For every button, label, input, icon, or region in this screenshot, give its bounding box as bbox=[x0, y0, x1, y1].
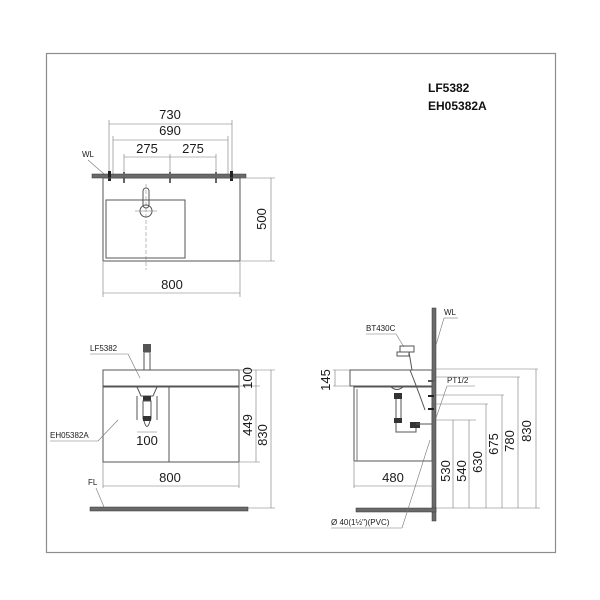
front-cabinet bbox=[102, 386, 240, 463]
model-cabinet-label: EH05382A bbox=[428, 99, 487, 113]
side-dim-540: 540 bbox=[454, 460, 469, 482]
side-dim-830: 830 bbox=[519, 420, 534, 442]
top-wall-label: WL bbox=[82, 150, 95, 159]
top-counter-outline bbox=[102, 177, 241, 262]
top-dim-500: 500 bbox=[254, 208, 269, 230]
front-dim-100: 100 bbox=[240, 367, 255, 389]
side-dim-530: 530 bbox=[438, 460, 453, 482]
side-drain-label: Ø 40(1½")(PVC) bbox=[331, 518, 390, 527]
front-dim-449: 449 bbox=[240, 414, 255, 436]
side-basin bbox=[349, 369, 433, 387]
top-dim-690: 690 bbox=[159, 123, 181, 138]
top-dim-800: 800 bbox=[161, 277, 183, 292]
drawing-frame bbox=[45, 52, 557, 554]
top-dim-730: 730 bbox=[159, 107, 181, 122]
top-dim-275-left: 275 bbox=[136, 141, 158, 156]
front-basin-label: LF5382 bbox=[90, 344, 118, 353]
front-dim-800: 800 bbox=[159, 470, 181, 485]
front-cabinet-label: EH05382A bbox=[50, 431, 89, 440]
top-dim-275-right: 275 bbox=[182, 141, 204, 156]
side-dim-780: 780 bbox=[502, 430, 517, 452]
front-dim-100-trap: 100 bbox=[136, 433, 158, 448]
side-view: WL BT430C PT1/2 14 bbox=[318, 307, 540, 529]
top-basin-bowl bbox=[105, 199, 186, 259]
side-wall-label: WL bbox=[444, 308, 457, 317]
front-floor-bar bbox=[89, 506, 249, 512]
top-view: 730 690 275 275 WL 500 bbox=[82, 107, 275, 297]
side-dim-480: 480 bbox=[382, 470, 404, 485]
side-floor-bar bbox=[355, 507, 437, 513]
side-faucet-label: BT430C bbox=[366, 324, 396, 333]
side-dim-630: 630 bbox=[470, 451, 485, 473]
model-basin-label: LF5382 bbox=[428, 81, 470, 95]
side-dim-145: 145 bbox=[318, 369, 333, 391]
front-dim-830: 830 bbox=[255, 424, 270, 446]
side-supply-label: PT1/2 bbox=[447, 376, 469, 385]
front-floor-label: FL bbox=[88, 478, 98, 487]
side-dim-675: 675 bbox=[486, 433, 501, 455]
side-wall-bar bbox=[431, 307, 437, 522]
front-basin bbox=[102, 369, 240, 387]
front-view: 100 LF5382 EH05382A 100 449 830 800 FL bbox=[50, 344, 275, 512]
